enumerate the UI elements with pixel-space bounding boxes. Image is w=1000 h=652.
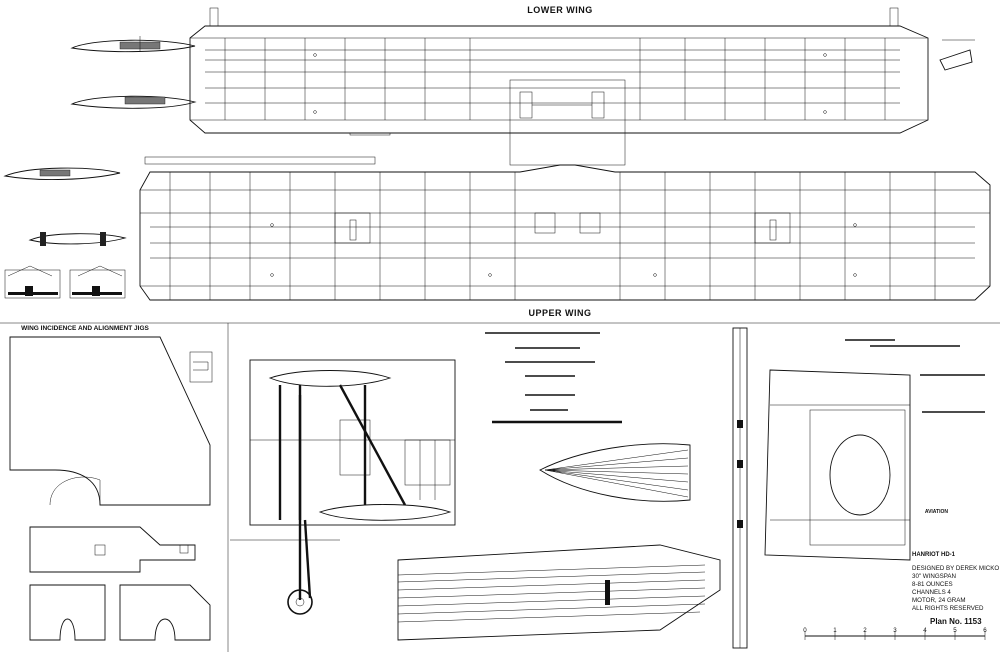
scale-tick-0: 0 bbox=[803, 627, 807, 634]
lower-wing-title: LOWER WING bbox=[527, 5, 593, 15]
plan-number: Plan No. 1153 bbox=[930, 617, 982, 626]
designer-line: DESIGNED BY DEREK MICKO bbox=[912, 565, 999, 572]
jigs-title: WING INCIDENCE AND ALIGNMENT JIGS bbox=[21, 325, 149, 332]
scale-bar: 0 1 2 3 4 5 6 bbox=[803, 627, 987, 640]
scale-tick-3: 3 bbox=[893, 627, 897, 634]
scale-tick-5: 5 bbox=[953, 627, 957, 634]
upper-wing-plan: UPPER WING bbox=[139, 164, 991, 318]
wingspan-line: 30" WINGSPAN bbox=[912, 573, 956, 580]
upper-wing-title: UPPER WING bbox=[528, 308, 591, 318]
scale-tick-4: 4 bbox=[923, 627, 927, 634]
wing-side-view bbox=[230, 359, 456, 615]
channels-line: CHANNELS 4 bbox=[912, 589, 951, 596]
small-parts-top-left bbox=[3, 36, 197, 299]
weight-line: 8-81 OUNCES bbox=[912, 581, 953, 588]
scale-tick-6: 6 bbox=[983, 627, 987, 634]
motor-line: MOTOR, 24 GRAM bbox=[912, 597, 966, 604]
fuselage-strip bbox=[732, 327, 748, 649]
strip-templates bbox=[485, 332, 985, 424]
scale-tick-2: 2 bbox=[863, 627, 867, 634]
scale-tick-1: 1 bbox=[833, 627, 837, 634]
lower-wing-plan: LOWER WING bbox=[189, 5, 929, 166]
brand-label: AVIATION bbox=[925, 509, 949, 515]
rights-line: ALL RIGHTS RESERVED bbox=[912, 605, 984, 612]
info-block: AVIATION HANRIOT HD-1 DESIGNED BY DEREK … bbox=[912, 509, 999, 626]
alignment-jigs: WING INCIDENCE AND ALIGNMENT JIGS bbox=[9, 325, 213, 641]
aircraft-name: HANRIOT HD-1 bbox=[912, 552, 956, 558]
center-section bbox=[764, 369, 911, 561]
tail-template bbox=[397, 544, 721, 641]
small-parts-top-right bbox=[939, 39, 975, 71]
cowl-template bbox=[539, 443, 691, 502]
